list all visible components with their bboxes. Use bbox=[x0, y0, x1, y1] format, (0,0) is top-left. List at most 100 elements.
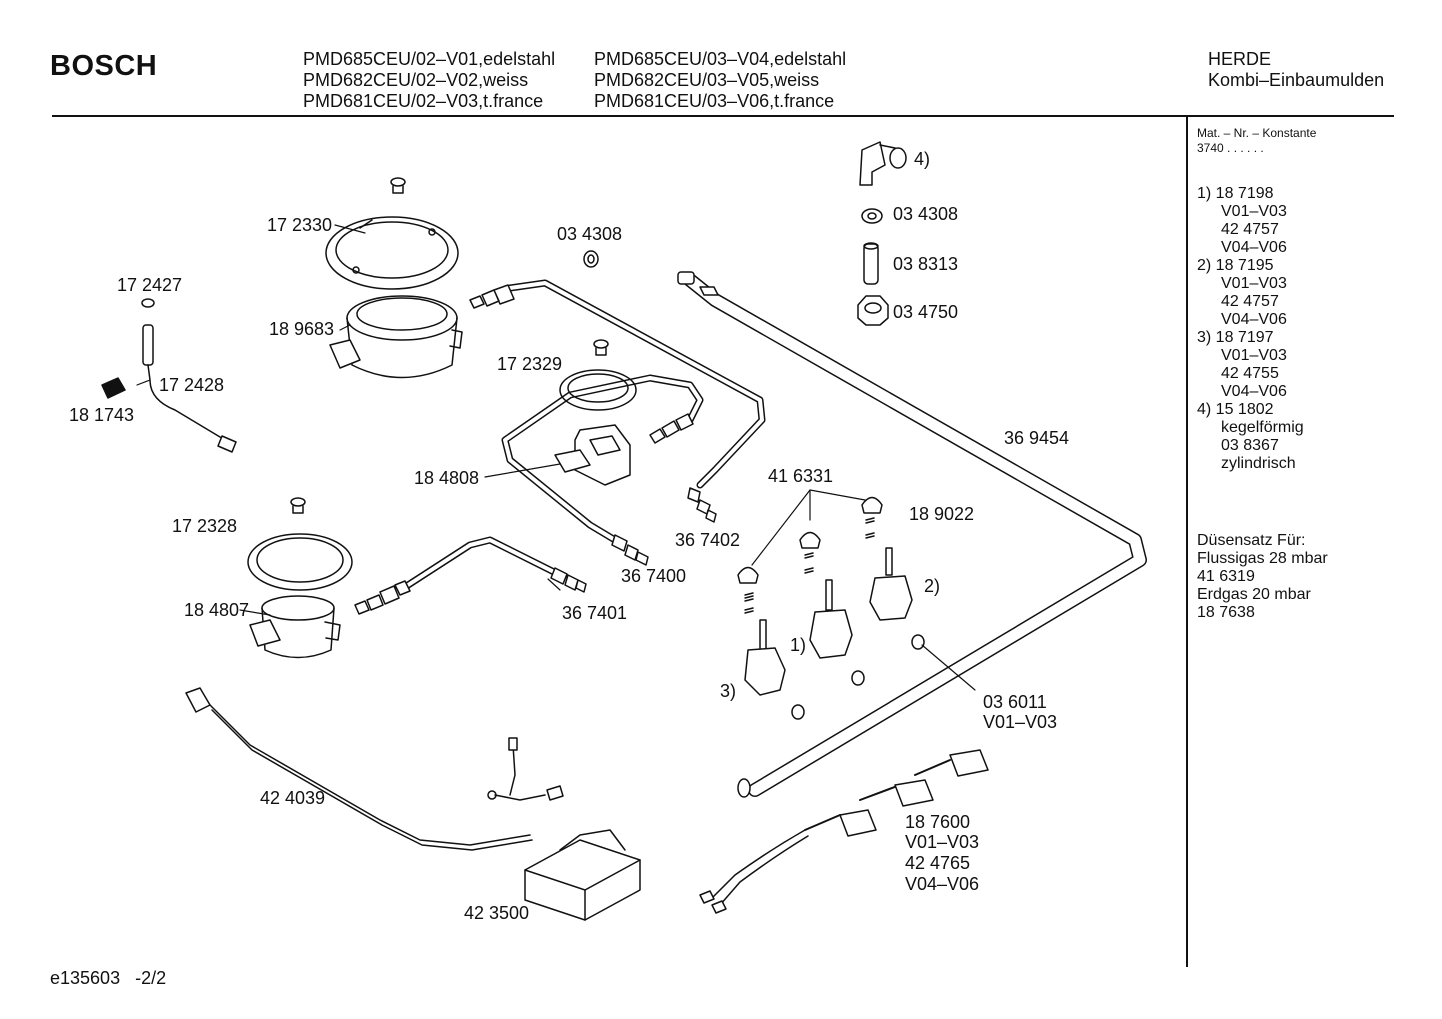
gas-tube-lower bbox=[354, 536, 587, 615]
burner-seal-ring bbox=[559, 369, 637, 411]
burner-seal-ring bbox=[325, 216, 459, 290]
part-label: 36 7401 bbox=[562, 603, 628, 623]
document-id: e135603 bbox=[50, 968, 121, 988]
part-label: 17 2328 bbox=[172, 516, 238, 536]
screw-icon bbox=[290, 497, 306, 514]
footnote-line: V04–V06 bbox=[1221, 383, 1287, 400]
footnote-line: V04–V06 bbox=[1221, 311, 1287, 328]
mat-number-header: Mat. – Nr. – Konstante bbox=[1197, 126, 1317, 140]
nozzle-sleeve-icon bbox=[863, 242, 879, 285]
model-line: PMD681CEU/02–V03,t.france bbox=[303, 91, 544, 111]
model-line: PMD685CEU/03–V04,edelstahl bbox=[594, 49, 847, 69]
part-label: 17 2428 bbox=[159, 375, 225, 395]
part-label: 03 6011 bbox=[983, 692, 1047, 712]
part-label: 3) bbox=[720, 681, 737, 701]
exploded-parts-diagram bbox=[101, 141, 1147, 921]
part-label: 36 7400 bbox=[621, 566, 687, 586]
model-list-02: PMD685CEU/02–V01,edelstahl PMD682CEU/02–… bbox=[303, 49, 555, 112]
footnote-line: 1) 18 7198 bbox=[1197, 185, 1274, 202]
part-label: 18 1743 bbox=[69, 405, 135, 425]
nozzle-set-line: 18 7638 bbox=[1197, 604, 1255, 621]
part-label: 2) bbox=[924, 576, 941, 596]
ignition-module-box bbox=[524, 829, 641, 921]
gas-tube-upper bbox=[469, 279, 766, 523]
category-block: HERDE Kombi–Einbaumulden bbox=[1208, 49, 1384, 91]
part-label: 18 4807 bbox=[184, 600, 250, 620]
screw-icon bbox=[390, 177, 406, 194]
document-code: e135603 -2/2 bbox=[50, 968, 166, 989]
ignition-switch-chain bbox=[699, 749, 989, 914]
knob-cap-icon bbox=[737, 496, 883, 584]
burner-cup-lower bbox=[249, 595, 341, 659]
footnote-line: 03 8367 bbox=[1221, 437, 1279, 454]
model-line: PMD685CEU/02–V01,edelstahl bbox=[303, 49, 556, 69]
screw-icon bbox=[593, 339, 609, 356]
part-label: 4) bbox=[914, 149, 931, 169]
washer-icon bbox=[583, 250, 599, 268]
model-list-03: PMD685CEU/03–V04,edelstahl PMD682CEU/03–… bbox=[594, 49, 846, 112]
part-label: 03 4308 bbox=[893, 204, 959, 224]
part-label: 18 9022 bbox=[909, 504, 975, 524]
o-ring-icon bbox=[791, 634, 925, 720]
part-label: 18 7600 bbox=[905, 812, 971, 832]
part-label: 42 4039 bbox=[260, 788, 326, 808]
part-label: 03 8313 bbox=[893, 254, 959, 274]
ignition-electrode bbox=[141, 298, 237, 453]
sidebar-divider bbox=[1186, 117, 1188, 967]
footnote-line: kegelförmig bbox=[1221, 419, 1304, 436]
part-label: 17 2330 bbox=[267, 215, 333, 235]
model-line: PMD681CEU/03–V06,t.france bbox=[594, 91, 835, 111]
mat-number-constant: 3740 . . . . . . bbox=[1197, 141, 1264, 155]
footnote-line: 42 4757 bbox=[1221, 293, 1279, 310]
part-label: V04–V06 bbox=[905, 874, 980, 894]
footnote-line: 2) 18 7195 bbox=[1197, 257, 1274, 274]
header-divider bbox=[52, 115, 1394, 117]
part-label: 1) bbox=[790, 635, 807, 655]
category-title: HERDE bbox=[1208, 49, 1272, 69]
part-label: 03 4308 bbox=[557, 224, 623, 244]
part-label: V01–V03 bbox=[905, 832, 980, 852]
clip-icon bbox=[101, 377, 126, 399]
footnote-line: 42 4755 bbox=[1221, 365, 1279, 382]
gas-main-tube bbox=[677, 271, 1147, 798]
elbow-fitting-icon bbox=[859, 141, 907, 186]
footnote-line: V01–V03 bbox=[1221, 203, 1287, 220]
nut-icon bbox=[857, 295, 889, 326]
part-label: V01–V03 bbox=[983, 712, 1058, 732]
footnote-line: V01–V03 bbox=[1221, 347, 1287, 364]
part-label: 42 3500 bbox=[464, 903, 530, 923]
sidebar: Mat. – Nr. – Konstante 3740 . . . . . . bbox=[1197, 126, 1387, 156]
brand-logo: BOSCH bbox=[50, 50, 158, 82]
burner-cup-middle bbox=[554, 424, 631, 486]
nozzle-set-line: Flussigas 28 mbar bbox=[1197, 550, 1328, 567]
nozzle-set-title: Düsensatz Für: bbox=[1197, 532, 1306, 549]
part-label: 41 6331 bbox=[768, 466, 834, 486]
nozzle-set-line: 41 6319 bbox=[1197, 568, 1255, 585]
part-label: 17 2427 bbox=[117, 275, 183, 295]
wire-harness bbox=[185, 687, 564, 851]
part-label: 17 2329 bbox=[497, 354, 563, 374]
footnote-line: 42 4757 bbox=[1221, 221, 1279, 238]
part-label: 42 4765 bbox=[905, 853, 971, 873]
category-subtitle: Kombi–Einbaumulden bbox=[1208, 70, 1385, 90]
washer-icon bbox=[861, 208, 883, 224]
footnote-line: V01–V03 bbox=[1221, 275, 1287, 292]
footnote-line: 4) 15 1802 bbox=[1197, 401, 1274, 418]
model-line: PMD682CEU/02–V02,weiss bbox=[303, 70, 529, 90]
burner-seal-ring bbox=[247, 533, 353, 591]
part-label: 03 4750 bbox=[893, 302, 959, 322]
footnote-line: 3) 18 7197 bbox=[1197, 329, 1274, 346]
part-label: 36 9454 bbox=[1004, 428, 1070, 448]
part-label: 18 9683 bbox=[269, 319, 335, 339]
model-line: PMD682CEU/03–V05,weiss bbox=[594, 70, 820, 90]
nozzle-set-block: Düsensatz Für: Flussigas 28 mbar 41 6319… bbox=[1197, 532, 1387, 622]
page-number: -2/2 bbox=[135, 968, 167, 988]
burner-cup-upper bbox=[329, 295, 463, 379]
gas-valve-icon bbox=[744, 547, 913, 696]
part-label: 36 7402 bbox=[675, 530, 741, 550]
nozzle-set-line: Erdgas 20 mbar bbox=[1197, 586, 1311, 603]
gas-tube-middle bbox=[501, 374, 704, 566]
footnote-line: zylindrisch bbox=[1221, 455, 1296, 472]
part-label: 18 4808 bbox=[414, 468, 480, 488]
